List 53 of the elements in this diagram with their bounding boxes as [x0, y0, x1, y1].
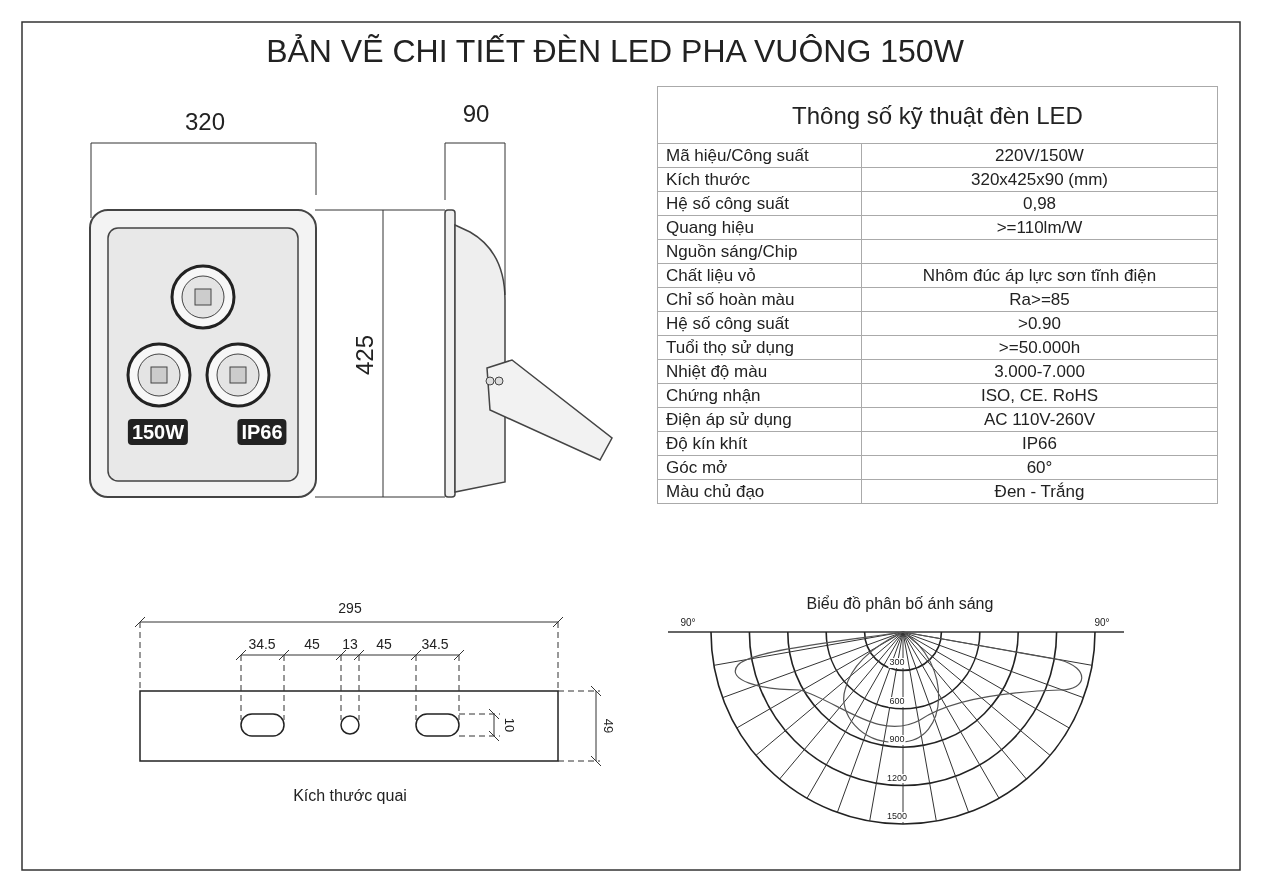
- dimension-label: 45: [376, 637, 392, 653]
- spec-name: Nguồn sáng/Chip: [657, 239, 862, 264]
- spec-value: 0,98: [861, 191, 1218, 216]
- dimension-label: 10: [501, 717, 517, 733]
- spec-value: 3.000-7.000: [861, 359, 1218, 384]
- dimension-label: 49: [600, 718, 616, 734]
- spec-value: 60°: [861, 455, 1218, 480]
- spec-value: Ra>=85: [861, 287, 1218, 312]
- spec-value: 320x425x90 (mm): [861, 167, 1218, 192]
- lamp-marking: 150W: [127, 419, 189, 445]
- dimension-label: 34.5: [421, 637, 449, 653]
- ring-value-label: 1500: [886, 812, 908, 822]
- spec-value: >0.90: [861, 311, 1218, 336]
- title: BẢN VẼ CHI TIẾT ĐÈN LED PHA VUÔNG 150W: [266, 34, 964, 70]
- dimension-label: 295: [338, 601, 362, 617]
- dimension-label: 13: [342, 637, 358, 653]
- dimension-label: 45: [304, 637, 320, 653]
- spec-name: Màu chủ đạo: [657, 479, 862, 504]
- spec-value: ISO, CE. RoHS: [861, 383, 1218, 408]
- ring-value-label: 1200: [886, 773, 908, 784]
- chart-title: Biểu đồ phân bố ánh sáng: [806, 595, 994, 613]
- ring-value-label: 900: [888, 735, 906, 746]
- dimension-label: 34.5: [248, 637, 276, 653]
- dimension-label: 320: [185, 108, 225, 136]
- spec-value: IP66: [861, 431, 1218, 456]
- spec-name: Chỉ số hoàn màu: [657, 287, 862, 312]
- drawing-caption: Kích thước quai: [293, 787, 407, 805]
- spec-value: >=110lm/W: [861, 215, 1218, 240]
- dimension-label: 425: [351, 335, 379, 375]
- spec-name: Tuổi thọ sử dụng: [657, 335, 862, 360]
- spec-value: Đen - Trắng: [861, 479, 1218, 504]
- spec-value: 220V/150W: [861, 143, 1218, 168]
- angle-label: 90°: [680, 616, 696, 628]
- spec-name: Hệ số công suất: [657, 311, 862, 336]
- spec-value: Nhôm đúc áp lực sơn tĩnh điện: [861, 263, 1218, 288]
- ring-value-label: 300: [888, 658, 906, 669]
- spec-value: AC 110V-260V: [861, 407, 1218, 432]
- spec-value: >=50.000h: [861, 335, 1218, 360]
- ring-value-label: 600: [888, 696, 906, 707]
- spec-name: Kích thước: [657, 167, 862, 192]
- spec-name: Chất liệu vỏ: [657, 263, 862, 288]
- spec-name: Góc mở: [657, 455, 862, 480]
- dimension-label: 90: [462, 100, 490, 128]
- lamp-marking: IP66: [237, 419, 287, 445]
- spec-name: Quang hiệu: [657, 215, 862, 240]
- spec-name: Nhiệt độ màu: [657, 359, 862, 384]
- table-heading: Thông số kỹ thuật đèn LED: [657, 86, 1218, 144]
- spec-name: Điện áp sử dụng: [657, 407, 862, 432]
- spec-name: Hệ số công suất: [657, 191, 862, 216]
- spec-name: Chứng nhận: [657, 383, 862, 408]
- spec-name: Độ kín khít: [657, 431, 862, 456]
- angle-label: 90°: [1094, 616, 1110, 628]
- spec-name: Mã hiệu/Công suất: [657, 143, 862, 168]
